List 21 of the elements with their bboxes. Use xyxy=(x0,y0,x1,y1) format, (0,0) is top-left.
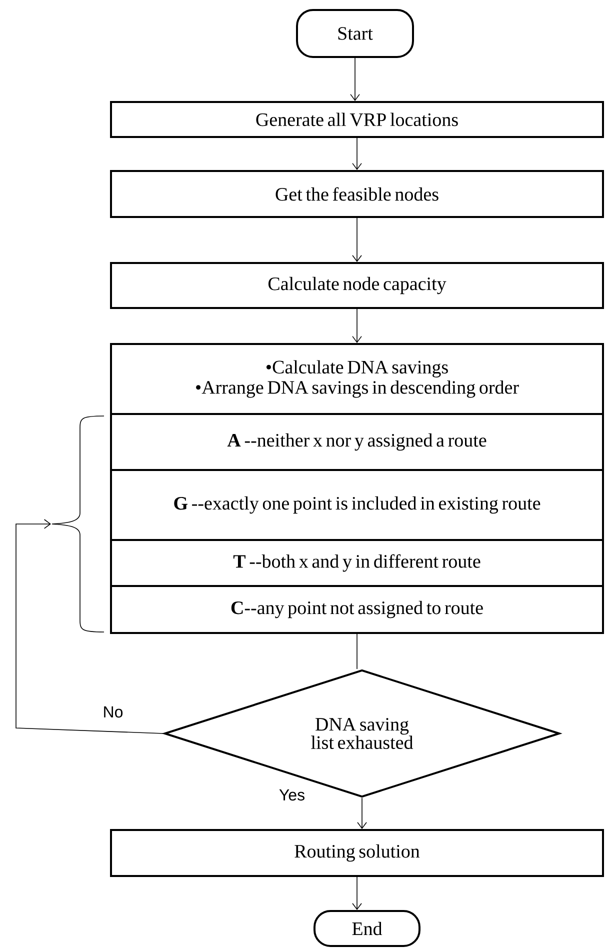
process-box: A --neither x nor y assigned a route xyxy=(110,413,604,471)
edge-label: No xyxy=(104,706,123,718)
arrow xyxy=(16,519,164,734)
arrow xyxy=(352,218,362,262)
process-box: •Calculate DNA savings •Arrange DNA savings in descending order xyxy=(110,343,604,415)
arrow xyxy=(350,58,360,101)
process-box: Routing solution xyxy=(110,829,604,877)
process-box: T --both x and y in different route xyxy=(110,539,604,587)
process-box: Get the feasible nodes xyxy=(110,170,604,218)
terminal-box: End xyxy=(314,910,420,947)
process-box: Generate all VRP locations xyxy=(110,100,604,138)
process-box: C--any point not assigned to route xyxy=(110,585,604,634)
arrow xyxy=(357,798,367,829)
brace xyxy=(52,416,104,632)
terminal-box: Start xyxy=(296,9,414,58)
process-box: G --exactly one point is included in existing route xyxy=(110,469,604,541)
arrow xyxy=(352,876,362,910)
process-box: Calculate node capacity xyxy=(110,262,604,309)
arrow xyxy=(352,308,362,343)
edge-label: Yes xyxy=(279,789,304,801)
arrow xyxy=(352,138,362,170)
